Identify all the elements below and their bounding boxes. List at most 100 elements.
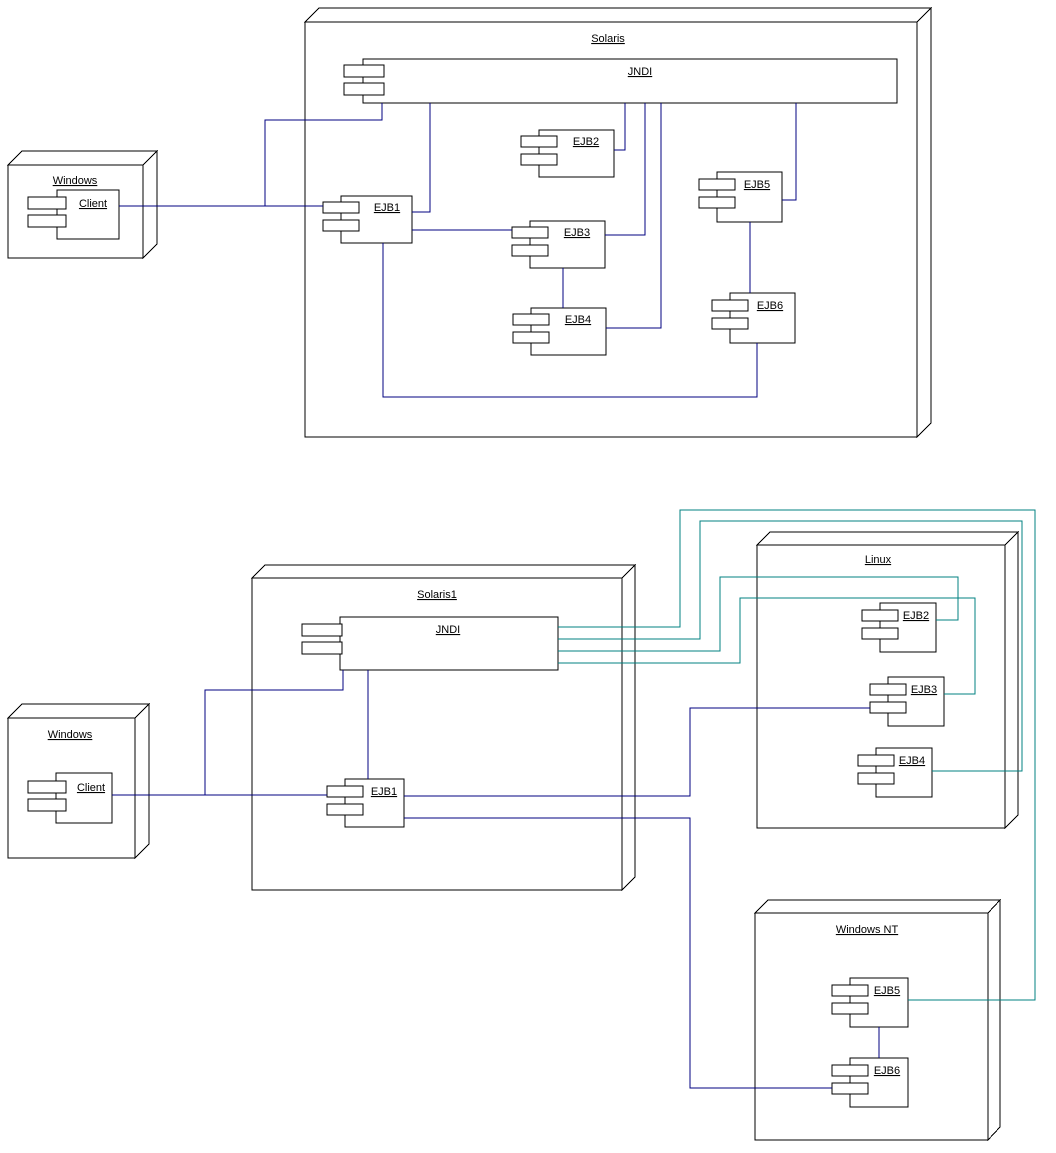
component-tab <box>512 331 550 344</box>
node-linux-top-face <box>755 531 1020 546</box>
node-solaris1-label: Solaris1 <box>417 589 457 601</box>
component-tab <box>861 609 899 622</box>
connector-ejb1-ejb3 <box>404 707 870 797</box>
component-ejb5-label: EJB5 <box>744 179 770 191</box>
connector-jndi-ejb4 <box>606 103 662 329</box>
component-jndi-bottom: JNDI <box>301 616 559 671</box>
top-diagram: Solaris Windows Client JNDI <box>6 6 933 439</box>
component-ejb4-label: EJB4 <box>899 755 925 767</box>
node-windows-label: Windows <box>53 175 98 187</box>
component-tab <box>861 627 899 640</box>
connector-jndi-ejb5 <box>782 103 797 201</box>
node-linux-label: Linux <box>865 554 892 566</box>
connector-jndi-ejb3 <box>605 103 646 236</box>
component-tab <box>343 64 385 78</box>
component-tab <box>520 153 558 166</box>
component-ejb5-bottom: EJB5 <box>831 977 909 1028</box>
node-windows-right-face <box>142 149 158 260</box>
node-windows-right-face <box>134 702 150 860</box>
component-tab <box>711 317 749 330</box>
node-windows-nt-right-face <box>987 898 1001 1142</box>
component-tab <box>512 313 550 326</box>
node-solaris-right-face <box>916 6 932 439</box>
component-tab <box>322 201 360 214</box>
component-tab <box>831 1064 869 1077</box>
component-ejb2-label: EJB2 <box>573 136 599 148</box>
component-ejb4-label: EJB4 <box>565 314 591 326</box>
component-ejb6-top: EJB6 <box>711 292 796 344</box>
component-tab <box>511 244 549 257</box>
component-tab <box>831 984 869 997</box>
component-tab <box>511 226 549 239</box>
component-tab <box>326 785 364 798</box>
component-body <box>339 616 559 671</box>
connector-client-jndi <box>264 103 383 206</box>
connector-jndi-ejb4 <box>558 520 1023 772</box>
component-tab <box>326 803 364 816</box>
component-ejb6-label: EJB6 <box>757 300 783 312</box>
connector-jndi-ejb5 <box>558 509 1036 1001</box>
connector-jndi-ejb2 <box>558 576 959 652</box>
component-ejb3-label: EJB3 <box>911 684 937 696</box>
node-solaris1-right-face <box>621 563 636 892</box>
component-ejb4-top: EJB4 <box>512 307 607 356</box>
component-tab <box>301 641 343 655</box>
component-ejb1-bottom: EJB1 <box>326 778 405 828</box>
component-tab <box>857 754 895 767</box>
component-tab <box>322 219 360 232</box>
component-tab <box>343 82 385 96</box>
component-ejb3-bottom: EJB3 <box>869 676 945 727</box>
component-ejb6-bottom: EJB6 <box>831 1057 909 1108</box>
component-tab <box>857 772 895 785</box>
connector-jndi-ejb3 <box>558 597 976 695</box>
node-solaris1-top-face <box>250 564 637 579</box>
node-windows-top-face <box>6 150 159 166</box>
connectors-bottom <box>112 509 1036 1089</box>
component-tab <box>27 196 67 210</box>
component-ejb3-top: EJB3 <box>511 220 606 269</box>
component-ejb2-bottom: EJB2 <box>861 602 937 653</box>
component-tab <box>27 780 67 794</box>
component-ejb5-label: EJB5 <box>874 985 900 997</box>
node-solaris-top-face <box>303 7 933 23</box>
component-client-label: Client <box>77 782 105 794</box>
component-ejb6-label: EJB6 <box>874 1065 900 1077</box>
connector-jndi-ejb2 <box>614 103 626 151</box>
component-ejb3-label: EJB3 <box>564 227 590 239</box>
component-client-top: Client <box>27 189 120 240</box>
bottom-diagram: Solaris1 Windows Linux Windows NT <box>6 509 1036 1142</box>
node-windows-top-face <box>6 703 151 719</box>
component-client-bottom: Client <box>27 772 113 824</box>
component-jndi-label: JNDI <box>628 66 652 78</box>
connector-ejb1-ejb6 <box>382 243 758 398</box>
component-client-label: Client <box>79 198 107 210</box>
component-tab <box>27 798 67 812</box>
component-tab <box>869 683 907 696</box>
component-ejb2-label: EJB2 <box>903 610 929 622</box>
node-windows-nt-label: Windows NT <box>836 924 899 936</box>
node-solaris-label: Solaris <box>591 33 625 45</box>
connector-ejb1-ejb6 <box>404 817 832 1089</box>
component-ejb5-top: EJB5 <box>698 171 783 223</box>
node-windows-label: Windows <box>48 729 93 741</box>
connectors-top <box>119 103 797 398</box>
component-body <box>362 58 898 104</box>
component-jndi-label: JNDI <box>436 624 460 636</box>
component-body <box>56 189 120 240</box>
component-tab <box>711 299 749 312</box>
component-tab <box>27 214 67 228</box>
component-tab <box>301 623 343 637</box>
component-tab <box>869 701 907 714</box>
component-tab <box>698 196 736 209</box>
component-ejb2-top: EJB2 <box>520 129 615 178</box>
component-tab <box>520 135 558 148</box>
component-tab <box>831 1082 869 1095</box>
component-ejb1-top: EJB1 <box>322 195 413 244</box>
connector-client-jndi <box>204 670 344 795</box>
component-tab <box>831 1002 869 1015</box>
node-windows-nt-top-face <box>753 899 1002 914</box>
node-linux-right-face <box>1004 530 1019 830</box>
component-tab <box>698 178 736 191</box>
